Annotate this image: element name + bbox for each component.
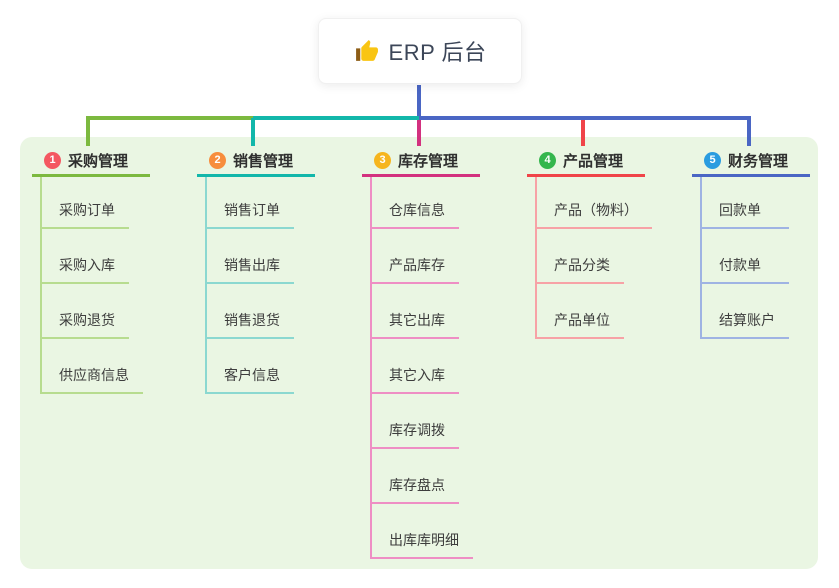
child-topic[interactable]: 仓库信息 xyxy=(372,177,459,229)
child-topic[interactable]: 销售退货 xyxy=(207,284,294,339)
branch-children: 产品（物料）产品分类产品单位 xyxy=(535,177,652,339)
branch-topic[interactable]: 2 销售管理 xyxy=(197,146,315,177)
child-topic[interactable]: 客户信息 xyxy=(207,339,294,394)
branch-children: 回款单付款单结算账户 xyxy=(700,177,789,339)
mindmap-panel xyxy=(20,137,818,569)
child-topic[interactable]: 结算账户 xyxy=(702,284,789,339)
branch-label: 销售管理 xyxy=(233,152,294,170)
child-topic[interactable]: 销售订单 xyxy=(207,177,294,229)
child-topic[interactable]: 出库库明细 xyxy=(372,504,473,559)
child-topic[interactable]: 产品单位 xyxy=(537,284,624,339)
child-topic[interactable]: 产品库存 xyxy=(372,229,459,284)
root-topic[interactable]: ERP 后台 xyxy=(318,18,522,84)
child-topic[interactable]: 采购入库 xyxy=(42,229,129,284)
child-topic[interactable]: 回款单 xyxy=(702,177,789,229)
branch-topic[interactable]: 4 产品管理 xyxy=(527,146,645,177)
branch-number-badge: 1 xyxy=(44,151,61,169)
branch-label: 产品管理 xyxy=(563,152,624,170)
branch-topic[interactable]: 5 财务管理 xyxy=(692,146,810,177)
branch-4: 4 产品管理 产品（物料）产品分类产品单位 xyxy=(527,146,652,339)
child-topic[interactable]: 付款单 xyxy=(702,229,789,284)
branch-label: 财务管理 xyxy=(728,152,789,170)
branch-number-badge: 5 xyxy=(704,151,721,169)
branch-number-badge: 4 xyxy=(539,151,556,169)
branch-number-badge: 2 xyxy=(209,151,226,169)
child-topic[interactable]: 其它出库 xyxy=(372,284,459,339)
child-topic[interactable]: 销售出库 xyxy=(207,229,294,284)
child-topic[interactable]: 库存调拨 xyxy=(372,394,459,449)
branch-label: 采购管理 xyxy=(68,152,129,170)
branch-children: 采购订单采购入库采购退货供应商信息 xyxy=(40,177,143,394)
branch-1: 1 采购管理 采购订单采购入库采购退货供应商信息 xyxy=(32,146,150,394)
thumbs-up-icon xyxy=(354,39,379,64)
root-topic-label: ERP 后台 xyxy=(388,40,487,65)
branch-topic[interactable]: 3 库存管理 xyxy=(362,146,480,177)
child-topic[interactable]: 采购退货 xyxy=(42,284,129,339)
child-topic[interactable]: 其它入库 xyxy=(372,339,459,394)
child-topic[interactable]: 库存盘点 xyxy=(372,449,459,504)
branch-2: 2 销售管理 销售订单销售出库销售退货客户信息 xyxy=(197,146,315,394)
child-topic[interactable]: 产品（物料） xyxy=(537,177,652,229)
branch-label: 库存管理 xyxy=(398,152,459,170)
branch-5: 5 财务管理 回款单付款单结算账户 xyxy=(692,146,810,339)
child-topic[interactable]: 供应商信息 xyxy=(42,339,143,394)
child-topic[interactable]: 采购订单 xyxy=(42,177,129,229)
child-topic[interactable]: 产品分类 xyxy=(537,229,624,284)
branch-number-badge: 3 xyxy=(374,151,391,169)
branch-children: 销售订单销售出库销售退货客户信息 xyxy=(205,177,294,394)
branch-topic[interactable]: 1 采购管理 xyxy=(32,146,150,177)
branch-3: 3 库存管理 仓库信息产品库存其它出库其它入库库存调拨库存盘点出库库明细 xyxy=(362,146,480,559)
branch-children: 仓库信息产品库存其它出库其它入库库存调拨库存盘点出库库明细 xyxy=(370,177,473,559)
